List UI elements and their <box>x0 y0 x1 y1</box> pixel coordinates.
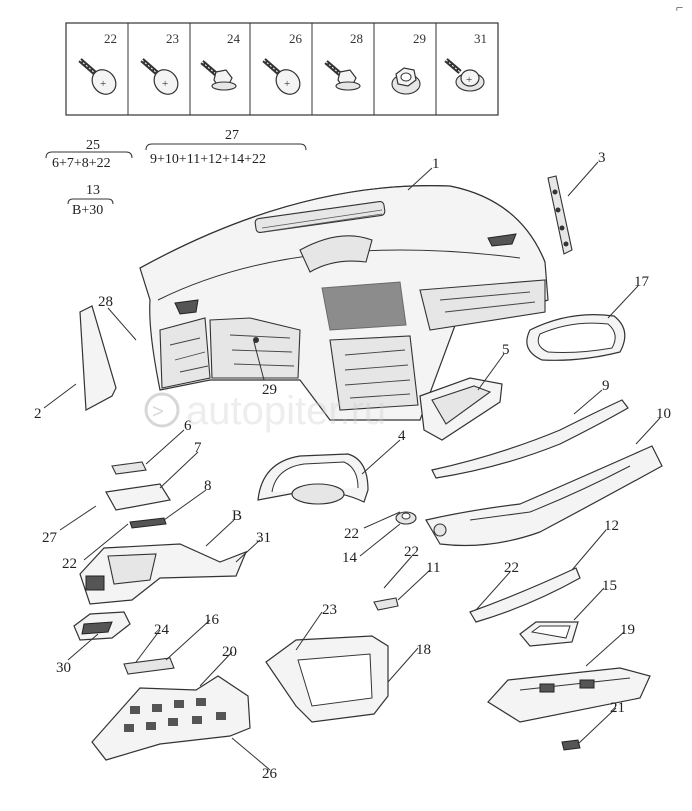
side-cover-panel <box>79 305 117 411</box>
hw-col-number: 29 <box>413 31 426 46</box>
clip-piece <box>373 597 399 611</box>
callout-label: 17 <box>634 274 650 290</box>
upper-strip <box>469 567 581 623</box>
long-trim-panel <box>425 445 663 547</box>
callout-label: 23 <box>322 602 337 618</box>
switch-strip <box>129 517 167 529</box>
svg-text:+: + <box>162 78 168 90</box>
callout-label: 19 <box>620 622 635 638</box>
callout-label: 22 <box>504 560 519 576</box>
kit-27: 27 9+10+11+12+14+22 <box>145 128 307 167</box>
kit-number: 25 <box>86 138 100 153</box>
callout-label: 11 <box>426 560 440 576</box>
hardware-table: 22 23 24 26 28 29 31 + + <box>65 22 499 116</box>
watermark-text: autopiter.ru <box>186 389 386 433</box>
instrument-panel-assembly <box>139 185 549 421</box>
cluster-hood <box>257 453 369 505</box>
callout-label: 22 <box>344 526 359 542</box>
center-bezel <box>419 377 503 441</box>
kit-contents: 9+10+11+12+14+22 <box>150 152 266 167</box>
callout-label: 8 <box>204 478 212 494</box>
callout-label: 3 <box>598 150 606 166</box>
callout-label: 10 <box>656 406 671 422</box>
callout-label: 16 <box>204 612 220 628</box>
kit-13: 13 B+30 <box>67 183 114 218</box>
callout-label: 26 <box>262 766 278 782</box>
lower-trim-panel <box>91 675 251 761</box>
callout-label: 30 <box>56 660 71 676</box>
pan-head-screw-icon: + <box>262 58 301 95</box>
callout-label: 20 <box>222 644 237 660</box>
washer-screw-icon: + <box>444 58 485 92</box>
callout-label: 6 <box>184 418 192 434</box>
hw-col-number: 28 <box>350 31 363 46</box>
clip-small <box>561 739 581 751</box>
callout-label: 2 <box>34 406 42 422</box>
pan-head-screw-icon: + <box>140 58 179 95</box>
display-frame <box>265 635 389 723</box>
callout-label: B <box>232 508 242 524</box>
svg-text:>: > <box>152 401 164 423</box>
callout-label: 5 <box>502 342 510 358</box>
callout-label: 24 <box>154 622 170 638</box>
lower-knee-panel <box>79 543 248 605</box>
callout-label: 27 <box>42 530 58 546</box>
callout-label: 7 <box>194 440 202 456</box>
callout-label: 21 <box>610 700 625 716</box>
switch-bracket <box>105 483 171 511</box>
small-tray <box>519 621 579 647</box>
callout-label: 22 <box>404 544 419 560</box>
watermark: > autopiter.ru <box>144 389 386 433</box>
callout-label: 29 <box>262 382 277 398</box>
leader-lines <box>43 161 661 771</box>
small-ring <box>395 511 417 525</box>
hw-col-number: 26 <box>289 31 303 46</box>
corner-mark: ⌐ <box>676 0 683 15</box>
callout-label: 28 <box>98 294 113 310</box>
svg-text:+: + <box>466 74 472 86</box>
glovebox-base <box>487 667 651 723</box>
callout-label: 14 <box>342 550 358 566</box>
kit-number: 13 <box>86 183 100 198</box>
flange-nut-icon <box>391 67 421 95</box>
svg-text:+: + <box>100 78 106 90</box>
kit-25: 25 6+7+8+22 <box>45 138 133 171</box>
hw-col-number: 31 <box>474 31 487 46</box>
lower-switch-panel <box>73 611 131 641</box>
flange-bolt-icon <box>324 60 361 91</box>
callout-label: 31 <box>256 530 271 546</box>
callouts: 1 2 3 4 5 6 7 8 B 9 10 11 12 14 15 16 17… <box>34 150 671 782</box>
callout-label: 1 <box>432 156 440 172</box>
hw-col-number: 24 <box>227 31 241 46</box>
callout-label: 12 <box>604 518 619 534</box>
callout-label: 22 <box>62 556 77 572</box>
trim-frame <box>526 314 626 361</box>
flange-bolt-icon <box>200 60 237 91</box>
kit-contents: 6+7+8+22 <box>52 156 111 171</box>
hw-col-number: 23 <box>166 31 179 46</box>
callout-label: 18 <box>416 642 431 658</box>
callout-label: 15 <box>602 578 617 594</box>
decor-strip <box>431 399 629 479</box>
small-cover <box>111 461 147 475</box>
kit-number: 27 <box>225 128 239 143</box>
bracket-part <box>547 175 573 255</box>
svg-text:+: + <box>284 78 290 90</box>
callout-label: 9 <box>602 378 610 394</box>
pan-head-screw-icon: + <box>78 58 117 95</box>
kit-contents: B+30 <box>72 203 103 218</box>
hw-col-number: 22 <box>104 31 117 46</box>
bracket-strip <box>123 657 175 675</box>
callout-label: 4 <box>398 428 406 444</box>
